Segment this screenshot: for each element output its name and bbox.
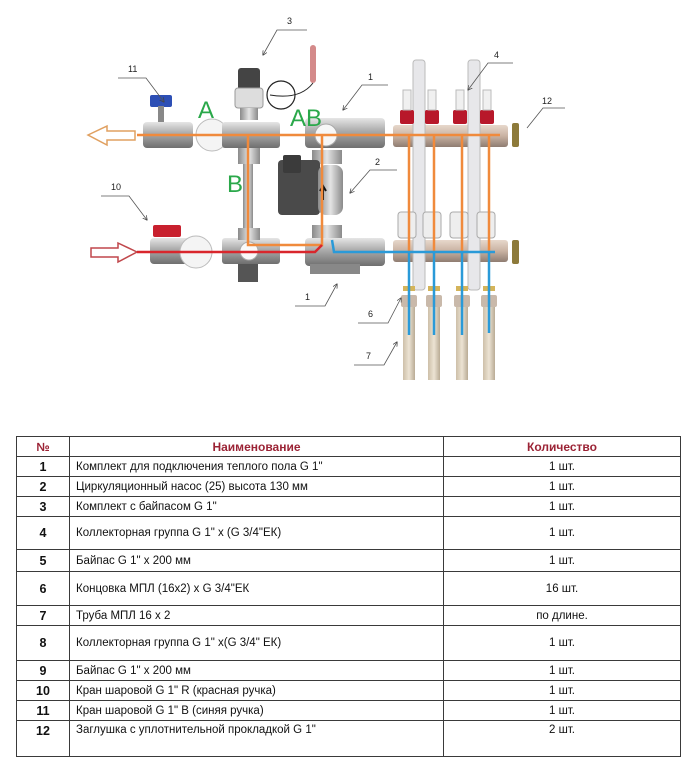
row-qty: 1 шт. [443, 700, 681, 721]
row-name: Коллекторная группа G 1" x (G 3/4"ЕК) [69, 516, 444, 550]
row-num: 6 [16, 571, 70, 606]
callout-3: 3 [287, 16, 292, 26]
table-row: 11 Кран шаровой G 1" B (синяя ручка) 1 ш… [16, 700, 681, 721]
callout-2-leader [350, 169, 397, 193]
return-hot-line [137, 244, 323, 254]
outflow-arrow-icon [86, 124, 136, 147]
row-qty: 1 шт. [443, 680, 681, 701]
row-name: Концовка МПЛ (16x2) x G 3/4"ЕК [69, 571, 444, 606]
header-qty: Количество [443, 436, 681, 457]
temperature-sensor [310, 45, 316, 83]
callout-11-leader [118, 77, 164, 102]
ball-valve-red [150, 225, 213, 269]
callout-10: 10 [111, 182, 121, 192]
header-num: № [16, 436, 70, 457]
table-row: 10 Кран шаровой G 1" R (красная ручка) 1… [16, 680, 681, 701]
callout-3-leader [263, 29, 307, 55]
callout-4: 4 [494, 50, 499, 60]
callout-7-leader [354, 342, 397, 366]
row-num: 8 [16, 625, 70, 661]
table-row: 6 Концовка МПЛ (16x2) x G 3/4"ЕК 16 шт. [16, 571, 681, 606]
callout-12-leader [526, 107, 565, 129]
row-name: Байпас G 1" x 200 мм [69, 549, 444, 572]
callout-11: 11 [128, 64, 137, 74]
row-name: Циркуляционный насос (25) высота 130 мм [69, 476, 444, 497]
table-header-row: № Наименование Количество [16, 436, 681, 457]
row-num: 7 [16, 605, 70, 626]
row-num: 2 [16, 476, 70, 497]
row-qty: 1 шт. [443, 516, 681, 550]
manifold-group [393, 59, 519, 380]
pump-motor [278, 160, 320, 215]
row-name: Труба МПЛ 16 x 2 [69, 605, 444, 626]
row-num: 4 [16, 516, 70, 550]
parts-table: № Наименование Количество 1 Комплект для… [16, 436, 681, 757]
row-name: Комплект с байпасом G 1" [69, 496, 444, 517]
row-num: 9 [16, 660, 70, 681]
callout-1-top: 1 [368, 72, 373, 82]
row-num: 10 [16, 680, 70, 701]
port-label-ab: AB [290, 105, 322, 132]
table-row: 4 Коллекторная группа G 1" x (G 3/4"ЕК) … [16, 516, 681, 550]
row-qty: 1 шт. [443, 549, 681, 572]
callout-6: 6 [368, 309, 373, 319]
row-qty: 1 шт. [443, 456, 681, 477]
port-label-a: A [198, 97, 214, 124]
row-qty: по длине. [443, 605, 681, 626]
header-name: Наименование [69, 436, 444, 457]
row-name: Кран шаровой G 1" B (синяя ручка) [69, 700, 444, 721]
callout-12: 12 [542, 96, 552, 106]
row-qty: 2 шт. [443, 720, 681, 757]
row-name: Заглушка с уплотнительной прокладкой G 1… [69, 720, 444, 757]
table-row: 3 Комплект с байпасом G 1" 1 шт. [16, 496, 681, 517]
table-row: 5 Байпас G 1" x 200 мм 1 шт. [16, 549, 681, 572]
row-name: Комплект для подключения теплого пола G … [69, 456, 444, 477]
row-qty: 1 шт. [443, 625, 681, 661]
ball-valve-blue [143, 95, 229, 152]
callout-1-bottom-leader [295, 284, 337, 307]
callout-2: 2 [375, 157, 380, 167]
row-num: 1 [16, 456, 70, 477]
table-row: 7 Труба МПЛ 16 x 2 по длине. [16, 605, 681, 626]
manifold-diagram: A B AB 3 11 1 4 12 2 10 1 6 7 [86, 16, 565, 380]
row-name: Кран шаровой G 1" R (красная ручка) [69, 680, 444, 701]
row-num: 3 [16, 496, 70, 517]
callout-1-top-leader [343, 84, 388, 110]
port-label-b: B [227, 171, 243, 198]
callout-4-leader [468, 62, 513, 90]
row-num: 11 [16, 700, 70, 721]
row-qty: 1 шт. [443, 476, 681, 497]
blue-handle [150, 95, 172, 107]
table-row: 2 Циркуляционный насос (25) высота 130 м… [16, 476, 681, 497]
callout-10-leader [101, 195, 147, 220]
row-num: 12 [16, 720, 70, 757]
callout-1-bottom: 1 [305, 292, 310, 302]
row-name: Коллекторная группа G 1" x(G 3/4" ЕК) [69, 625, 444, 661]
row-qty: 1 шт. [443, 660, 681, 681]
supply-flow-line [137, 133, 500, 262]
callout-6-leader [358, 298, 401, 324]
row-num: 5 [16, 549, 70, 572]
table-row: 8 Коллекторная группа G 1" x(G 3/4" ЕК) … [16, 625, 681, 661]
bottom-tee-fitting [222, 228, 280, 282]
table-row: 1 Комплект для подключения теплого пола … [16, 456, 681, 477]
red-handle [153, 225, 181, 237]
table-row: 12 Заглушка с уплотнительной прокладкой … [16, 720, 681, 757]
end-plug-top [512, 123, 519, 147]
row-name: Байпас G 1" x 200 мм [69, 660, 444, 681]
end-plug-bottom [512, 240, 519, 264]
inflow-arrow-icon [90, 241, 139, 264]
row-qty: 16 шт. [443, 571, 681, 606]
table-row: 9 Байпас G 1" x 200 мм 1 шт. [16, 660, 681, 681]
row-qty: 1 шт. [443, 496, 681, 517]
callout-7: 7 [366, 351, 371, 361]
return-cold-line [330, 239, 495, 335]
pump-group [278, 118, 385, 274]
